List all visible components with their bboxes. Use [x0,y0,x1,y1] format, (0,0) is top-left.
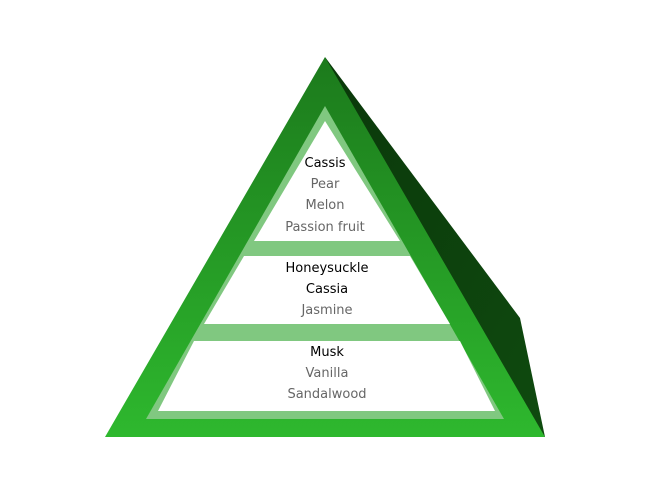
note-label: Melon [305,198,344,213]
tier-bottom-fill [158,341,495,411]
tier-base-notes: Musk Vanilla Sandalwood [287,345,366,402]
note-label: Honeysuckle [286,261,369,276]
note-label: Jasmine [300,303,352,318]
tier-top-fill [254,121,400,241]
note-label: Cassis [305,156,346,171]
note-label: Sandalwood [287,387,366,402]
tier-top-notes: Cassis Pear Melon Passion fruit [285,156,365,235]
note-label: Passion fruit [285,220,365,235]
tier-middle-fill [204,256,450,324]
note-label: Vanilla [306,366,349,381]
note-label: Musk [310,345,344,360]
tier-heart-notes: Honeysuckle Cassia Jasmine [286,261,369,318]
note-label: Cassia [306,282,348,297]
note-label: Pear [311,177,340,192]
